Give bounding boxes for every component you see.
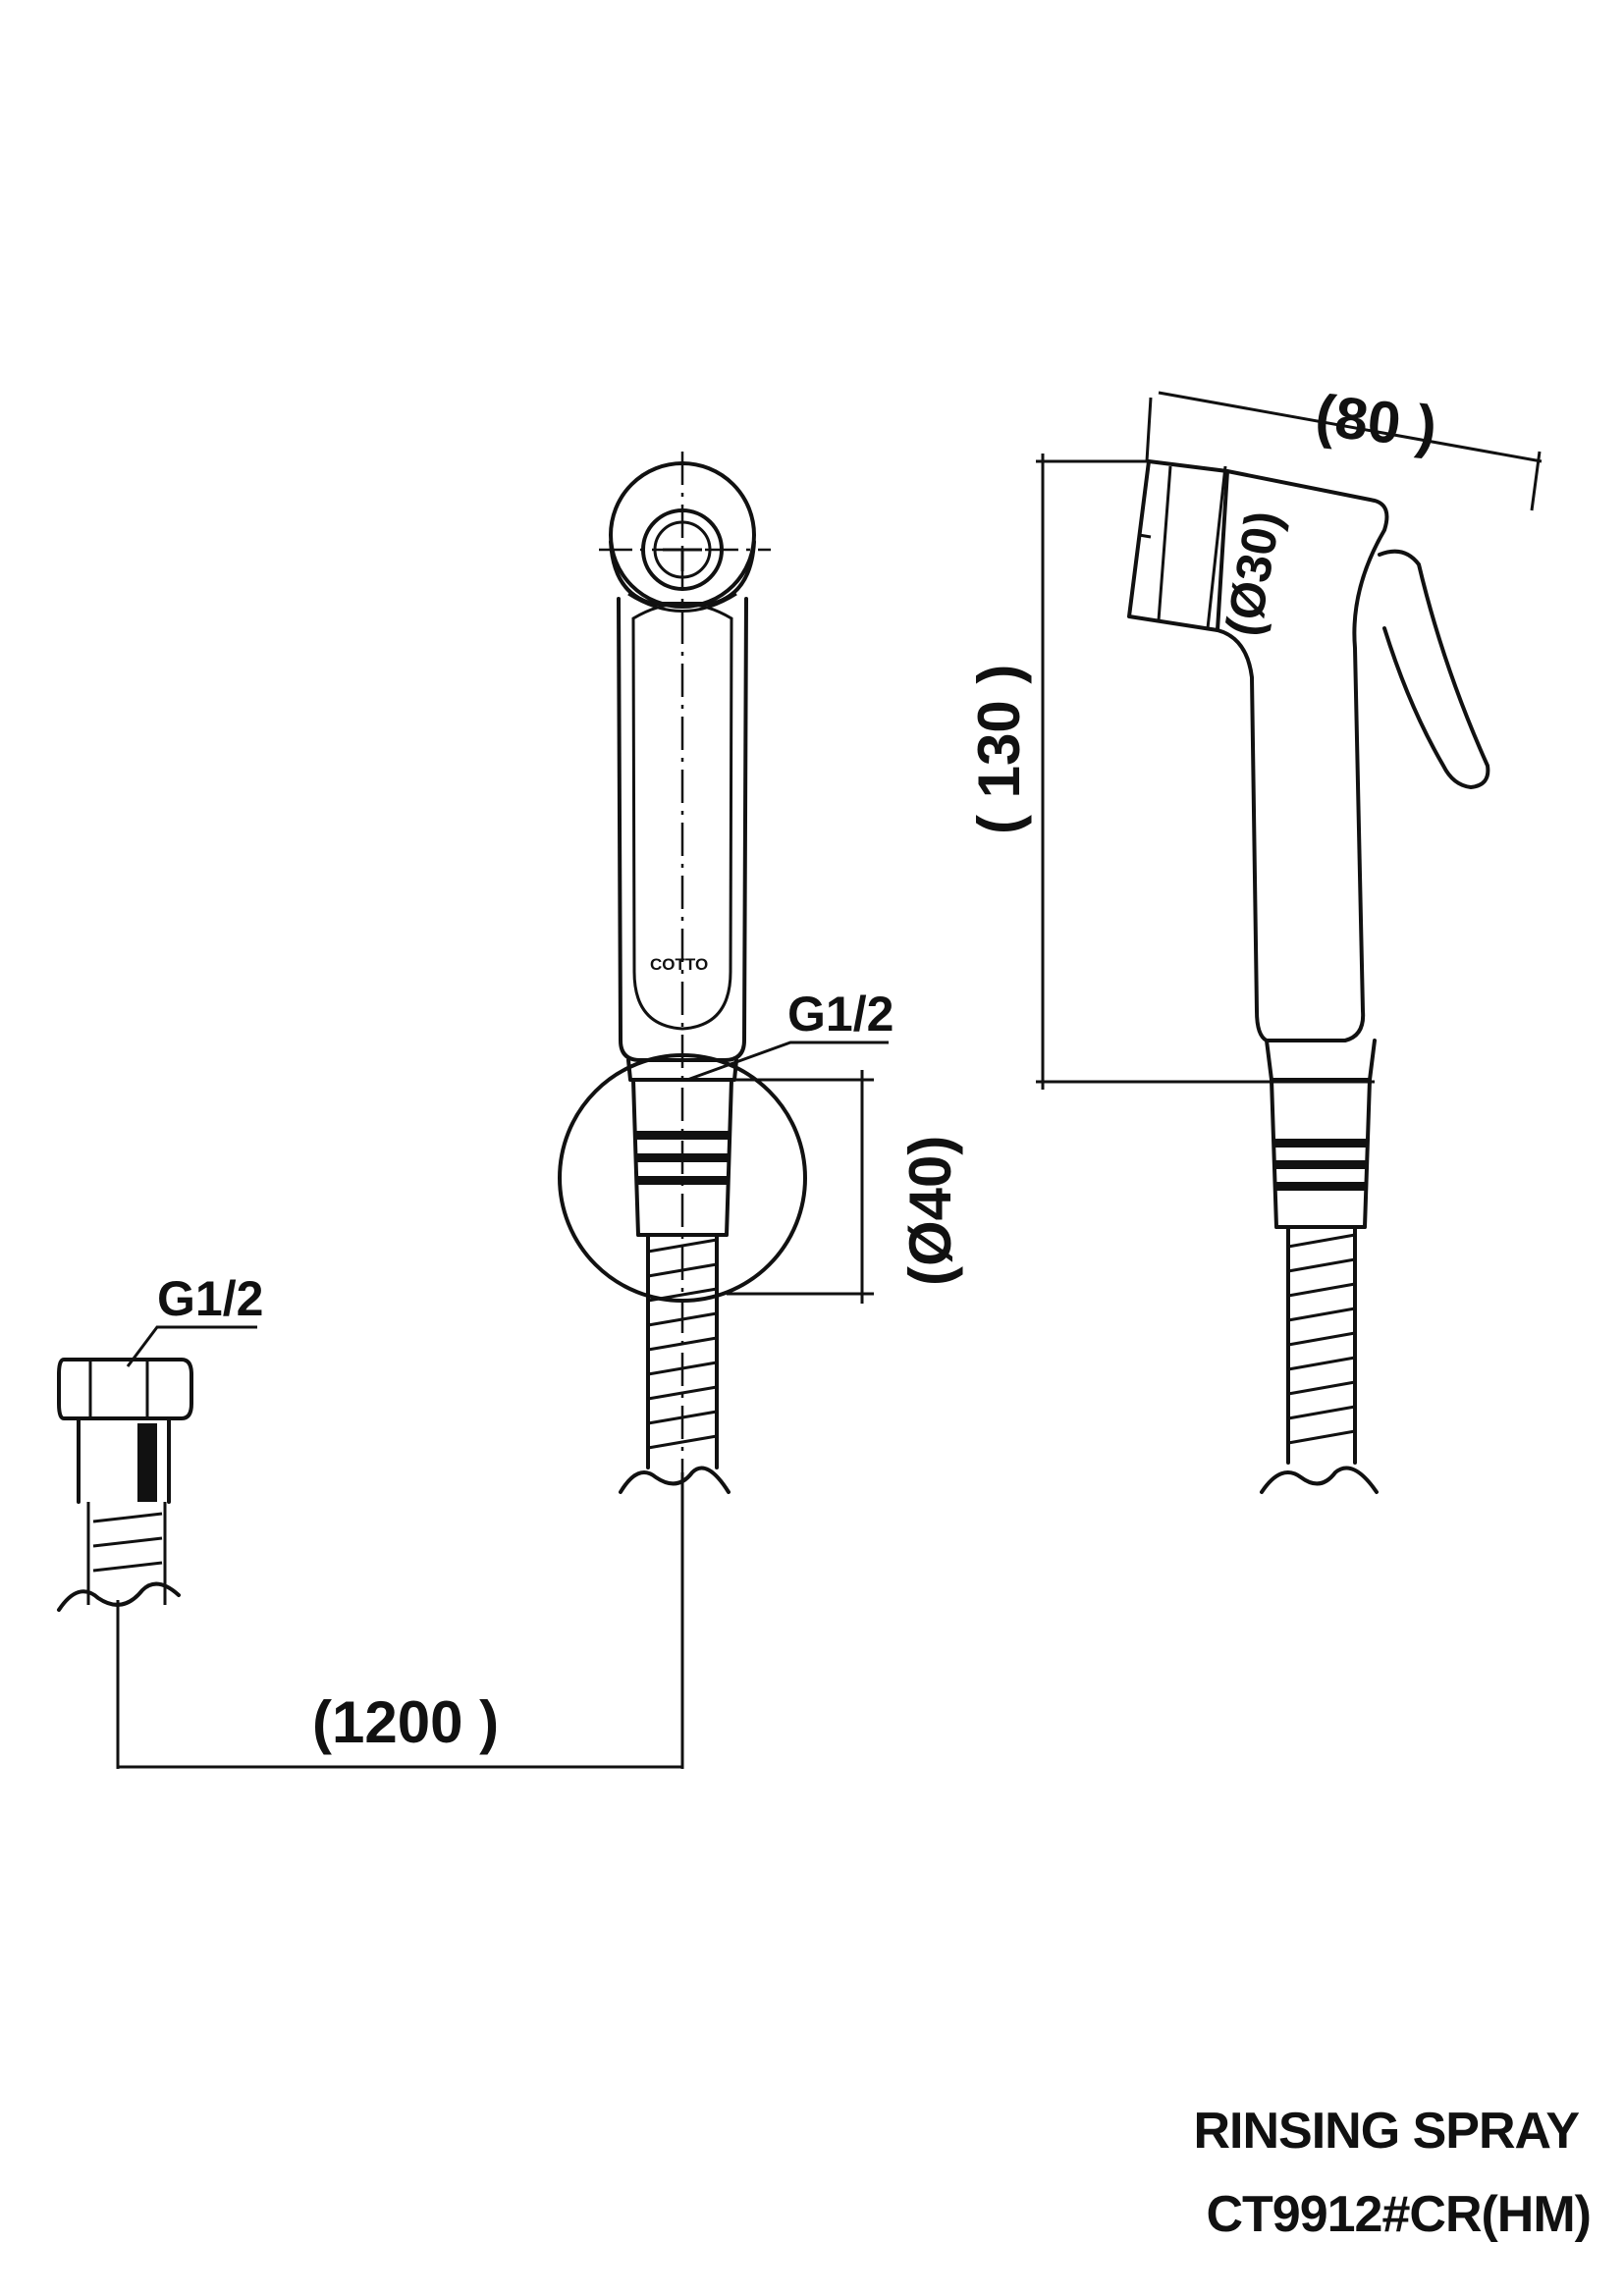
hose-end-thread-label: G1/2: [157, 1271, 263, 1326]
product-name: RINSING SPRAY: [1193, 2103, 1579, 2160]
spray-height-label: ( 130 ): [966, 665, 1032, 834]
product-model: CT9912#CR(HM): [1206, 2186, 1591, 2243]
spray-length-label: (80 ): [1313, 382, 1440, 460]
holder-diameter-label: (Ø40): [897, 1136, 963, 1286]
nozzle-diameter-label: (Ø30): [1216, 507, 1291, 640]
side-view: [1127, 459, 1490, 1494]
hose-length-label: (1200 ): [312, 1689, 499, 1755]
hose-end-fitting: [57, 1358, 193, 1612]
brand-logo: COTTO: [650, 955, 708, 974]
holder-thread-label: G1/2: [787, 987, 893, 1041]
dimension-lines: [116, 391, 1543, 1769]
front-view: COTTO: [558, 452, 807, 1494]
